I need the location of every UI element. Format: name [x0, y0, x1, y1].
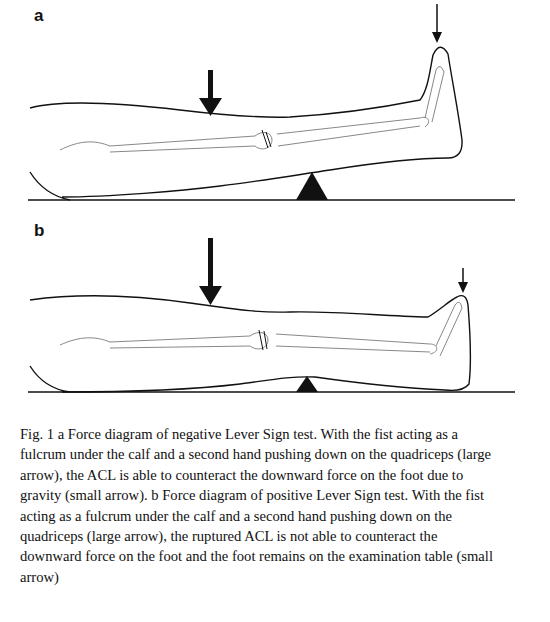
large-arrow: [199, 70, 222, 116]
panel-b-drawing: [28, 238, 515, 392]
small-arrow: [432, 4, 442, 43]
panel-a-drawing: [28, 4, 515, 200]
panel-letter: a: [34, 6, 43, 26]
bones: [60, 302, 462, 356]
fulcrum-triangle: [296, 172, 328, 200]
table-line: [28, 199, 515, 201]
leg-outline: [30, 47, 462, 200]
large-arrow: [199, 238, 222, 305]
fulcrum-triangle: [296, 376, 318, 392]
small-arrow: [458, 268, 468, 293]
leg-outline: [30, 296, 471, 392]
bones: [60, 66, 444, 152]
panel-letter: b: [34, 221, 44, 241]
figure-caption: Fig. 1 a Force diagram of negative Lever…: [20, 424, 498, 587]
